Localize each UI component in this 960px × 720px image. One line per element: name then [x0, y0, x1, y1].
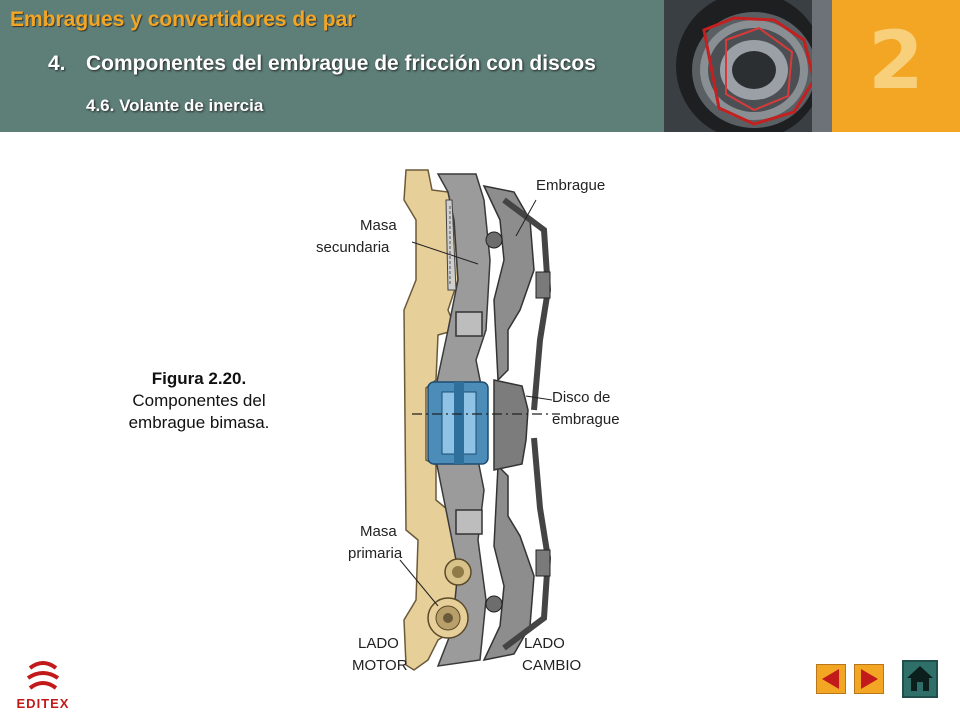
caption-line-1: Componentes del: [132, 391, 266, 410]
editex-logo: EDITEX: [8, 660, 78, 716]
chapter-number: 2: [868, 14, 924, 107]
section-title-text: Componentes del embrague de fricción con…: [86, 52, 596, 75]
dual-mass-flywheel-diagram: Embrague Masa secundaria Disco de embrag…: [308, 160, 660, 688]
diagram-drawing: [399, 169, 560, 671]
next-button[interactable]: [854, 664, 884, 694]
header-photo: [664, 0, 832, 132]
triangle-left-icon: [822, 669, 839, 689]
label-lado-motor-line1: LADO: [358, 635, 399, 652]
section-number: 4.: [48, 52, 66, 75]
label-masa-secundaria-line2: secundaria: [316, 239, 390, 256]
caption-line-2: embrague bimasa.: [128, 413, 270, 432]
section-title: 4. Componentes del embrague de fricción c…: [48, 52, 596, 76]
home-button[interactable]: [902, 660, 938, 698]
label-lado-cambio-line2: CAMBIO: [522, 657, 582, 674]
caption-figure-number: Figura 2.20.: [151, 369, 247, 388]
previous-button[interactable]: [816, 664, 846, 694]
editex-logo-mark: [26, 661, 60, 690]
label-masa-primaria-line2: primaria: [348, 545, 403, 562]
triangle-right-icon: [861, 669, 878, 689]
label-disco-line1: Disco de: [552, 389, 611, 406]
subsection-title: 4.6. Volante de inercia: [86, 96, 264, 115]
label-masa-secundaria-line1: Masa: [360, 217, 397, 234]
label-lado-cambio-line1: LADO: [524, 635, 565, 652]
label-disco-line2: embrague: [552, 411, 620, 428]
label-embrague: Embrague: [536, 177, 606, 194]
course-title: Embragues y convertidores de par: [10, 8, 356, 31]
house-icon: [907, 666, 933, 691]
figure-caption: Figura 2.20. Componentes del embrague bi…: [92, 368, 306, 434]
label-masa-primaria-line1: Masa: [360, 523, 397, 540]
label-lado-motor-line2: MOTOR: [352, 657, 408, 674]
editex-logo-text: EDITEX: [16, 696, 70, 711]
chapter-badge: 2: [832, 0, 960, 132]
